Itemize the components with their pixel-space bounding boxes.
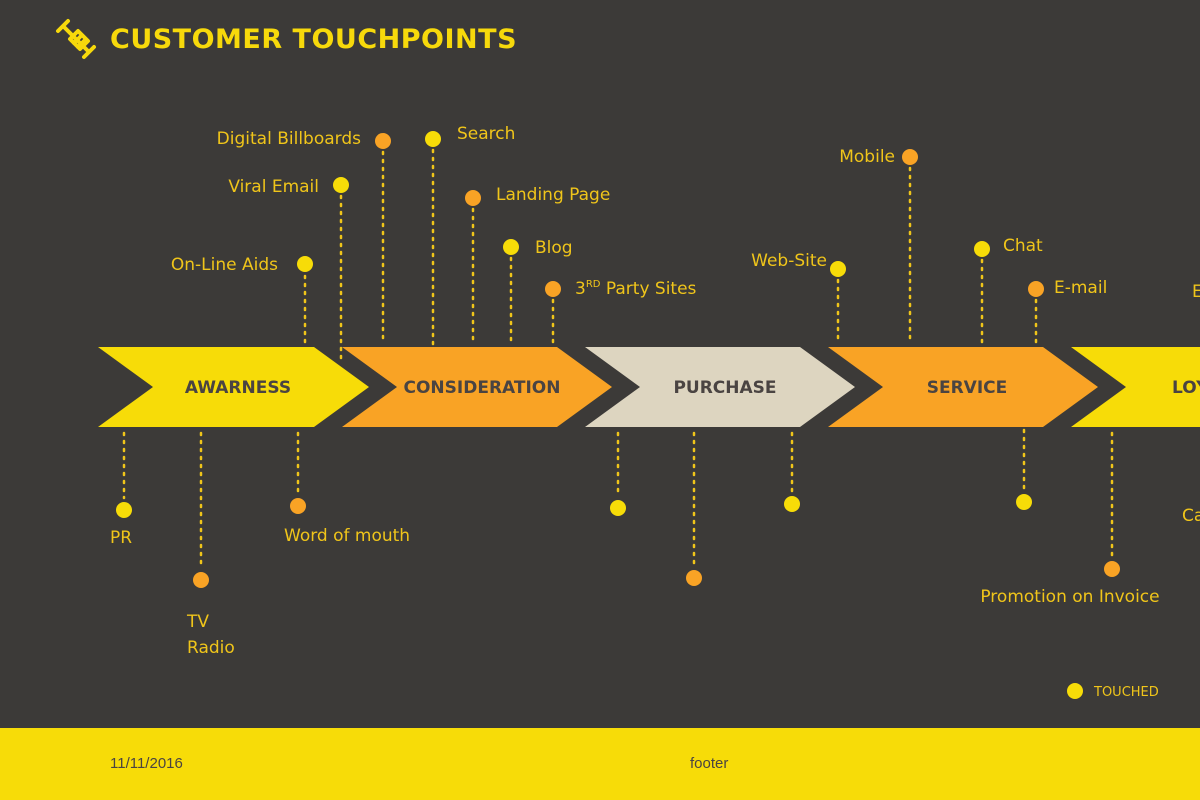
- touchpoint-label-word-of-mouth: Word of mouth: [284, 526, 410, 546]
- touchpoint-label-blog: Blog: [535, 238, 573, 258]
- touchpoint-dot-purchase-1[interactable]: [610, 500, 626, 516]
- touchpoint-label-e-mail: E-mail: [1054, 278, 1107, 298]
- touchpoint-dot-purchase-3[interactable]: [784, 496, 800, 512]
- touchpoint-dot-online-aids[interactable]: [297, 256, 313, 272]
- connector-lines: [122, 148, 1114, 570]
- touchpoint-label-chat: Chat: [1003, 236, 1043, 256]
- footer-bar: 11/11/2016 footer: [0, 728, 1200, 800]
- touchpoint-label-web-site: Web-Site: [751, 251, 827, 271]
- touchpoint-dot-pr[interactable]: [116, 502, 132, 518]
- stage-service-chevron: [828, 347, 1098, 427]
- title-row: CUSTOMER TOUCHPOINTS: [54, 16, 517, 62]
- touchpoint-label-pr: PR: [110, 528, 132, 548]
- touchpoint-dot-landing-page[interactable]: [465, 190, 481, 206]
- stage-consideration-label: CONSIDERATION: [404, 378, 561, 398]
- touchpoint-dot-web-site[interactable]: [830, 261, 846, 277]
- stage-awareness-chevron: [98, 347, 369, 427]
- touchpoint-dot-e-mail[interactable]: [1028, 281, 1044, 297]
- stage-awareness-label: AWARNESS: [185, 378, 291, 398]
- page-title: CUSTOMER TOUCHPOINTS: [110, 23, 518, 55]
- stage-loyalty-chevron: [1071, 347, 1200, 427]
- touchpoint-dot-service-1[interactable]: [1016, 494, 1032, 510]
- stage-loyalty-label: LOYALTY: [1172, 378, 1200, 398]
- footer-text: footer: [690, 755, 729, 772]
- touchpoint-dot-blog[interactable]: [503, 239, 519, 255]
- touchpoint-dot-viral-email[interactable]: [333, 177, 349, 193]
- touchpoint-dot-search[interactable]: [425, 131, 441, 147]
- touchpoint-label-third-party-sites: 3RD Party Sites: [575, 279, 697, 299]
- touchpoint-dot-digital-billboards[interactable]: [375, 133, 391, 149]
- touchpoint-dot-chat[interactable]: [974, 241, 990, 257]
- touchpoint-label-promotion-on-invoice: Promotion on Invoice: [980, 587, 1159, 607]
- stage-consideration-chevron: [342, 347, 612, 427]
- touchpoint-label-tv: TV: [186, 612, 209, 632]
- legend: TOUCHED: [1067, 683, 1159, 700]
- touchpoint-dot-word-of-mouth[interactable]: [290, 498, 306, 514]
- touchpoint-label-digital-billboards: Digital Billboards: [217, 129, 361, 149]
- third-party-sites-number: 3: [575, 279, 586, 299]
- touchpoint-diagram: AWARNESS CONSIDERATION PURCHASE SERVICE …: [98, 124, 1200, 700]
- stage-service-label: SERVICE: [927, 378, 1008, 398]
- legend-label: TOUCHED: [1093, 685, 1159, 700]
- legend-dot: [1067, 683, 1083, 699]
- touchpoint-dot-mobile[interactable]: [902, 149, 918, 165]
- third-party-sites-superscript: RD: [586, 279, 601, 290]
- handshake-icon: [56, 19, 96, 59]
- touchpoint-label-landing-page: Landing Page: [496, 185, 610, 205]
- touchpoint-label-viral-email: Viral Email: [228, 177, 319, 197]
- touchpoint-label-loyalty-partial-bottom: Ca: [1182, 506, 1200, 526]
- touchpoint-label-loyalty-partial-top: E: [1192, 282, 1200, 302]
- touchpoint-label-radio: Radio: [187, 638, 235, 658]
- touchpoint-dot-third-party-sites[interactable]: [545, 281, 561, 297]
- touchpoint-dot-promotion-on-invoice[interactable]: [1104, 561, 1120, 577]
- touchpoint-label-mobile: Mobile: [839, 147, 895, 167]
- footer-date: 11/11/2016: [110, 755, 183, 772]
- stage-purchase-chevron: [585, 347, 855, 427]
- touchpoint-dot-tv-radio[interactable]: [193, 572, 209, 588]
- stage-purchase-label: PURCHASE: [673, 378, 776, 398]
- third-party-sites-text: Party Sites: [600, 279, 696, 299]
- touchpoint-dot-purchase-2[interactable]: [686, 570, 702, 586]
- touchpoint-label-online-aids: On-Line Aids: [171, 255, 278, 275]
- touchpoint-label-search: Search: [457, 124, 515, 144]
